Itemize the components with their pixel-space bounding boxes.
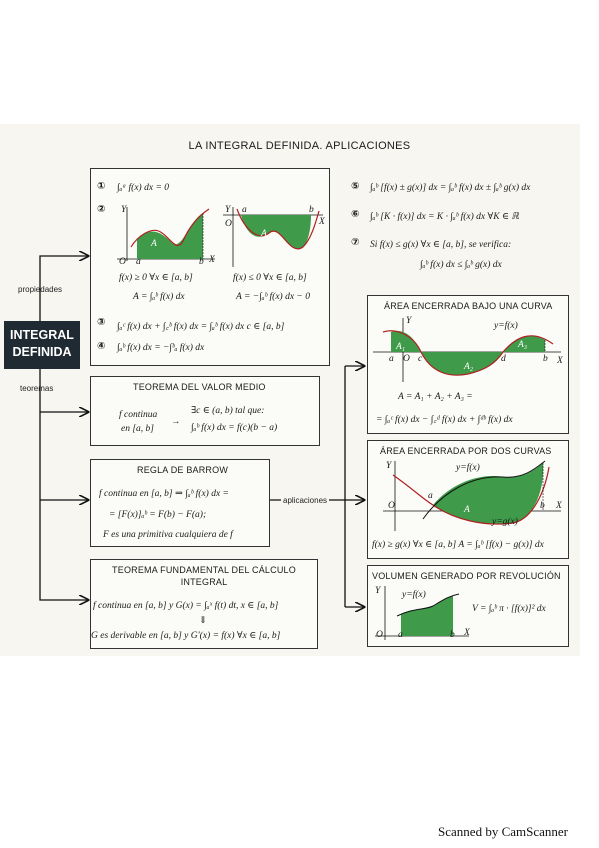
property-2-left-area-label: A	[151, 239, 157, 249]
fundamental-theorem-box: TEOREMA FUNDAMENTAL DEL CÁLCULO INTEGRAL…	[90, 559, 318, 649]
property-2-left-area-formula: A = ∫ₐᵇ f(x) dx	[133, 292, 185, 302]
barrow-line-2: = [F(x)]ₐᵇ = F(b) − F(a);	[109, 510, 207, 520]
property-2-left-x-label: X	[209, 255, 215, 265]
under-curve-a-label: a	[389, 354, 394, 364]
volume-revolution-graph	[375, 586, 469, 640]
under-curve-a2-label: A₂	[464, 362, 474, 372]
two-curves-o-label: O	[388, 501, 395, 511]
revolution-y-label: Y	[375, 586, 381, 596]
area-two-curves-title: ÁREA ENCERRADA POR DOS CURVAS	[380, 446, 552, 456]
mean-value-condition-2: en [a, b]	[121, 424, 154, 434]
property-7-line2: ∫ₐᵇ f(x) dx ≤ ∫ₐᵇ g(x) dx	[420, 260, 502, 270]
area-two-curves-box: ÁREA ENCERRADA POR DOS CURVAS y=f(x) y=g…	[367, 440, 569, 559]
mean-value-result-1: ∃c ∈ (a, b) tal que:	[191, 406, 265, 416]
property-2-left-condition: f(x) ≥ 0 ∀x ∈ [a, b]	[119, 273, 193, 283]
main-topic-line1: INTEGRAL	[10, 328, 74, 342]
property-6-number: ⑥	[351, 209, 360, 220]
under-curve-x-label: X	[557, 356, 563, 366]
area-under-curve-graph	[373, 318, 561, 382]
property-2-left-origin: O	[119, 257, 126, 267]
property-7-line1: Si f(x) ≤ g(x) ∀x ∈ [a, b], se verifica:	[370, 240, 512, 250]
property-4-formula: ∫ₐᵇ f(x) dx = −∫ᵇₐ f(x) dx	[117, 343, 205, 353]
revolution-fx-label: y=f(x)	[402, 590, 426, 600]
property-2-left-a: a	[136, 257, 141, 267]
property-2-right-x-label: X	[319, 217, 325, 227]
revolution-b-label: b	[450, 630, 455, 640]
property-2-right-condition: f(x) ≤ 0 ∀x ∈ [a, b]	[233, 273, 307, 283]
property-2-left-b: b	[199, 257, 204, 267]
two-curves-b-label: b	[540, 501, 545, 511]
two-curves-y-label: Y	[386, 461, 392, 471]
main-topic-box: INTEGRAL DEFINIDA	[4, 321, 80, 369]
property-3-number: ③	[97, 317, 106, 328]
area-two-curves-graph	[383, 460, 561, 531]
area-under-curve-title: ÁREA ENCERRADA BAJO UNA CURVA	[384, 301, 553, 311]
fundamental-theorem-title-1: TEOREMA FUNDAMENTAL DEL CÁLCULO	[112, 565, 296, 575]
fundamental-theorem-title-2: INTEGRAL	[180, 577, 228, 587]
barrow-rule-title: REGLA DE BARROW	[137, 465, 229, 475]
under-curve-a1-label: A₁	[396, 342, 406, 352]
under-curve-d-label: d	[501, 354, 506, 364]
property-2-left-y-label: Y	[121, 205, 127, 215]
under-curve-c-label: c	[418, 354, 423, 364]
mean-value-result-2: ∫ₐᵇ f(x) dx = f(c)(b − a)	[191, 423, 278, 433]
scanner-watermark: Scanned by CamScanner	[438, 824, 568, 839]
branch-label-applications: aplicaciones	[281, 496, 330, 505]
property-6-formula: ∫ₐᵇ [K · f(x)] dx = K · ∫ₐᵇ f(x) dx ∀K ∈…	[370, 212, 519, 222]
fundamental-arrow: ⇓	[199, 616, 207, 626]
under-curve-equation-1: A = A₁ + A₂ + A₃ =	[398, 392, 473, 402]
property-5-formula: ∫ₐᵇ [f(x) ± g(x)] dx = ∫ₐᵇ f(x) dx ± ∫ₐᵇ…	[370, 183, 531, 193]
revolution-equation: V = ∫ₐᵇ π · [f(x)]² dx	[472, 604, 546, 614]
under-curve-y-label: Y	[406, 316, 412, 326]
volume-revolution-title: VOLUMEN GENERADO POR REVOLUCIÓN	[372, 571, 561, 581]
revolution-a-label: a	[398, 630, 403, 640]
mean-value-theorem-title: TEOREMA DEL VALOR MEDIO	[133, 382, 266, 392]
property-3-formula: ∫ₐᶜ f(x) dx + ∫꜀ᵇ f(x) dx = ∫ₐᵇ f(x) dx …	[117, 322, 285, 332]
two-curves-fx-label: y=f(x)	[456, 463, 480, 473]
property-5-number: ⑤	[351, 181, 360, 192]
under-curve-equation-2: = ∫ₐᶜ f(x) dx − ∫꜀ᵈ f(x) dx + ∫ᵈᵇ f(x) d…	[376, 415, 513, 425]
two-curves-equation: f(x) ≥ g(x) ∀x ∈ [a, b] A = ∫ₐᵇ [f(x) − …	[372, 540, 544, 550]
revolution-o-label: O	[376, 630, 383, 640]
main-topic-line2: DEFINIDA	[12, 345, 72, 359]
under-curve-a3-label: A₃	[518, 340, 528, 350]
property-2-right-area-label: A	[261, 229, 267, 239]
volume-revolution-box: VOLUMEN GENERADO POR REVOLUCIÓN Y y=f(x)…	[367, 565, 569, 647]
property-2-right-a: a	[242, 205, 247, 215]
mean-value-condition-1: f continua	[119, 410, 158, 420]
under-curve-fx-label: y=f(x)	[494, 321, 518, 331]
barrow-line-3: F es una primitiva cualquiera de f	[103, 530, 233, 540]
property-2-number: ②	[97, 204, 106, 215]
barrow-rule-box: REGLA DE BARROW f continua en [a, b] ⇒ ∫…	[90, 459, 270, 547]
page-title: LA INTEGRAL DEFINIDA. APLICACIONES	[188, 140, 411, 152]
two-curves-a-label: a	[428, 491, 433, 501]
mean-value-theorem-box: TEOREMA DEL VALOR MEDIO f continua en [a…	[90, 376, 320, 446]
properties-box: ① ∫ₐᵃ f(x) dx = 0 ② Y A O a b X Y a b O …	[90, 168, 330, 366]
property-2-left-graph	[117, 207, 215, 261]
property-2-right-y-label: Y	[225, 205, 231, 215]
branch-label-theorems: teoremas	[20, 384, 54, 393]
two-curves-gx-label: y=g(x)	[492, 517, 518, 527]
property-2-right-area-formula: A = −∫ₐᵇ f(x) dx − 0	[236, 292, 310, 302]
fundamental-line-2: G es derivable en [a, b] y G′(x) = f(x) …	[91, 631, 281, 641]
revolution-x-label: X	[464, 628, 470, 638]
under-curve-o-label: O	[403, 354, 410, 364]
property-1-formula: ∫ₐᵃ f(x) dx = 0	[117, 183, 169, 193]
property-2-right-b: b	[309, 205, 314, 215]
branch-label-properties: propiedades	[18, 285, 63, 294]
mean-value-arrow: →	[171, 417, 181, 427]
property-7-number: ⑦	[351, 237, 360, 248]
property-4-number: ④	[97, 341, 106, 352]
under-curve-b-label: b	[543, 354, 548, 364]
barrow-line-1: f continua en [a, b] ⇒ ∫ₐᵇ f(x) dx =	[99, 489, 229, 499]
fundamental-line-1: f continua en [a, b] y G(x) = ∫ₐˣ f(t) d…	[93, 601, 279, 611]
property-2-right-origin: O	[225, 219, 232, 229]
two-curves-area-label: A	[464, 505, 470, 515]
two-curves-x-label: X	[556, 501, 562, 511]
property-2-right-graph	[223, 207, 323, 267]
area-under-curve-box: ÁREA ENCERRADA BAJO UNA CURVA y=f(x) Y A…	[367, 295, 569, 434]
property-1-number: ①	[97, 181, 106, 192]
